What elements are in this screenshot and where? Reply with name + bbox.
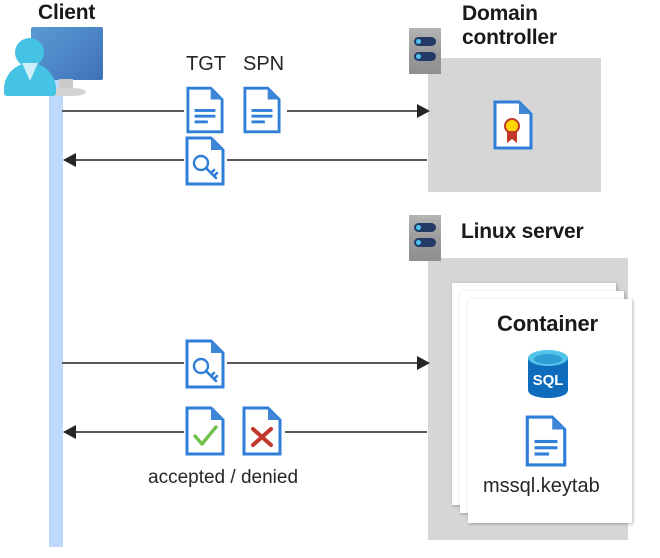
- flow2-arrowhead: [63, 153, 76, 167]
- denied-document-icon: [242, 406, 282, 456]
- flow3-line-left: [62, 362, 184, 364]
- domain-controller-title-line1: Domain: [462, 2, 538, 25]
- flow4-arrowhead: [63, 425, 76, 439]
- flow3-arrowhead: [417, 356, 430, 370]
- tgt-label: TGT: [186, 53, 226, 75]
- container-card-front: [468, 299, 632, 523]
- monitor-base-icon: [46, 88, 86, 96]
- certificate-document-icon: [493, 100, 533, 150]
- accepted-denied-label: accepted / denied: [148, 467, 299, 488]
- flow1-line-left: [62, 110, 184, 112]
- keytab-document-icon: [525, 415, 567, 467]
- linux-server-rack-icon: [409, 215, 441, 261]
- linux-server-title: Linux server: [461, 220, 584, 243]
- flow2-line-right: [227, 159, 427, 161]
- container-title: Container: [497, 311, 598, 336]
- spn-document-icon: [243, 86, 281, 134]
- spn-label: SPN: [243, 53, 285, 75]
- client-workstation-icon: [0, 0, 130, 100]
- client-lifeline: [49, 60, 63, 547]
- flow1-line-right: [287, 110, 419, 112]
- keytab-label: mssql.keytab: [483, 475, 600, 497]
- sql-database-icon: SQL: [524, 348, 572, 400]
- tgt-document-icon: [186, 86, 224, 134]
- client-title: Client: [38, 1, 96, 24]
- flow2-line-left: [76, 159, 184, 161]
- svg-text:SQL: SQL: [533, 372, 564, 389]
- flow3-line-right: [227, 362, 419, 364]
- accepted-document-icon: [185, 406, 225, 456]
- ticket-key-document-icon: [185, 136, 225, 186]
- flow1-arrowhead: [417, 104, 430, 118]
- person-collar-icon: [22, 63, 38, 81]
- request-key-document-icon: [185, 339, 225, 389]
- flow4-line-left: [76, 431, 184, 433]
- person-head-icon: [15, 38, 44, 67]
- domain-controller-title-line2: controller: [462, 26, 557, 49]
- flow4-line-right: [285, 431, 427, 433]
- domain-controller-server-rack-icon: [409, 28, 441, 74]
